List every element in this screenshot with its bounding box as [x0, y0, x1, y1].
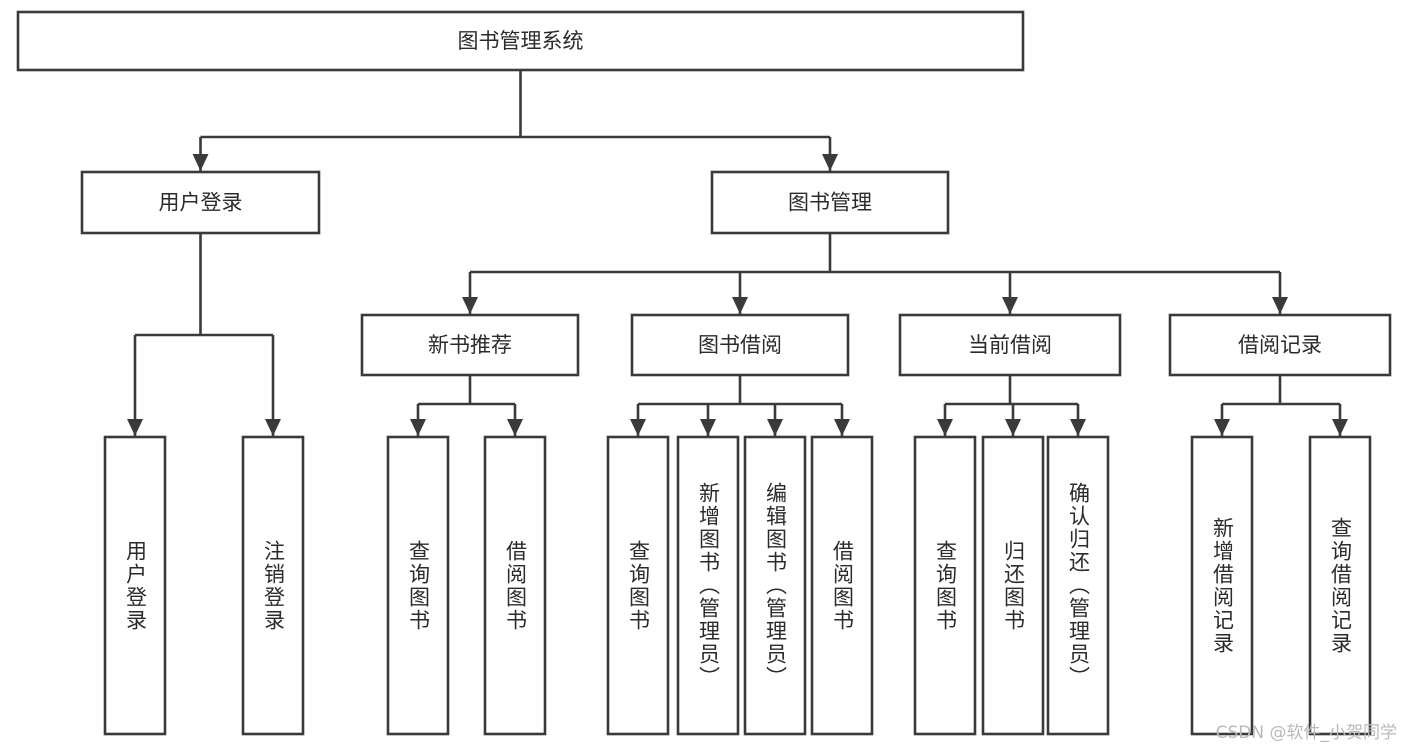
- level3-node-0-label: 新书推荐: [428, 333, 512, 357]
- level2-node-0-label: 用户登录: [159, 191, 243, 215]
- arrow-head-icon: [822, 154, 838, 171]
- leaf-node-3-rect[interactable]: [483, 435, 547, 736]
- arrow-head-icon: [1005, 419, 1021, 436]
- arrow-head-icon: [767, 419, 783, 436]
- arrow-head-icon: [1332, 419, 1348, 436]
- arrow-head-icon: [732, 297, 748, 314]
- arrow-head-icon: [1002, 297, 1018, 314]
- csdn-watermark: CSDN @软件_小贺同学: [1215, 723, 1397, 743]
- leaf-node-2[interactable]: [386, 435, 450, 736]
- leaf-node-5-rect[interactable]: [676, 435, 740, 736]
- leaf-node-4-rect[interactable]: [606, 435, 670, 736]
- leaf-node-4[interactable]: [606, 435, 670, 736]
- level3-node-3-label: 借阅记录: [1238, 333, 1322, 357]
- arrow-head-icon: [937, 419, 953, 436]
- level3-node-0-rect[interactable]: [360, 313, 580, 377]
- arrow-head-icon: [507, 419, 523, 436]
- level2-node-0-rect[interactable]: [80, 170, 321, 235]
- arrow-head-icon: [1272, 297, 1288, 314]
- arrow-head-icon: [410, 419, 426, 436]
- leaf-node-7-rect[interactable]: [810, 435, 874, 736]
- level3-node-0[interactable]: [360, 313, 580, 377]
- arrow-head-icon: [1070, 419, 1086, 436]
- level2-node-0[interactable]: [80, 170, 321, 235]
- leaf-node-8-rect[interactable]: [913, 435, 977, 736]
- arrow-head-icon: [462, 297, 478, 314]
- root-node-book-management-system-rect[interactable]: [16, 10, 1025, 72]
- leaf-node-12[interactable]: [1308, 435, 1372, 736]
- arrow-head-icon: [700, 419, 716, 436]
- leaf-node-10-rect[interactable]: [1046, 435, 1110, 736]
- leaf-node-12-rect[interactable]: [1308, 435, 1372, 736]
- leaf-node-10[interactable]: [1046, 435, 1110, 736]
- level2-node-1-label: 图书管理: [788, 191, 872, 215]
- leaf-node-2-rect[interactable]: [386, 435, 450, 736]
- leaf-node-6[interactable]: [743, 435, 807, 736]
- arrow-head-icon: [1214, 419, 1230, 436]
- arrow-head-icon: [834, 419, 850, 436]
- leaf-node-9[interactable]: [981, 435, 1045, 736]
- arrow-head-icon: [127, 419, 143, 436]
- leaf-node-1[interactable]: [241, 435, 305, 736]
- level3-node-1-label: 图书借阅: [698, 333, 782, 357]
- level3-node-2-rect[interactable]: [898, 313, 1122, 377]
- level3-node-2[interactable]: [898, 313, 1122, 377]
- arrow-head-icon: [265, 419, 281, 436]
- leaf-node-8[interactable]: [913, 435, 977, 736]
- root-node-book-management-system-label: 图书管理系统: [458, 29, 584, 53]
- arrow-head-icon: [630, 419, 646, 436]
- level3-node-2-label: 当前借阅: [968, 333, 1052, 357]
- leaf-node-0-rect[interactable]: [103, 435, 167, 736]
- leaf-node-3[interactable]: [483, 435, 547, 736]
- leaf-node-1-rect[interactable]: [241, 435, 305, 736]
- leaf-node-11[interactable]: [1190, 435, 1254, 736]
- leaf-node-9-rect[interactable]: [981, 435, 1045, 736]
- leaf-node-5[interactable]: [676, 435, 740, 736]
- leaf-node-0[interactable]: [103, 435, 167, 736]
- leaf-node-7[interactable]: [810, 435, 874, 736]
- leaf-node-11-rect[interactable]: [1190, 435, 1254, 736]
- leaf-node-6-rect[interactable]: [743, 435, 807, 736]
- root-node-book-management-system[interactable]: [16, 10, 1025, 72]
- arrow-head-icon: [192, 154, 209, 171]
